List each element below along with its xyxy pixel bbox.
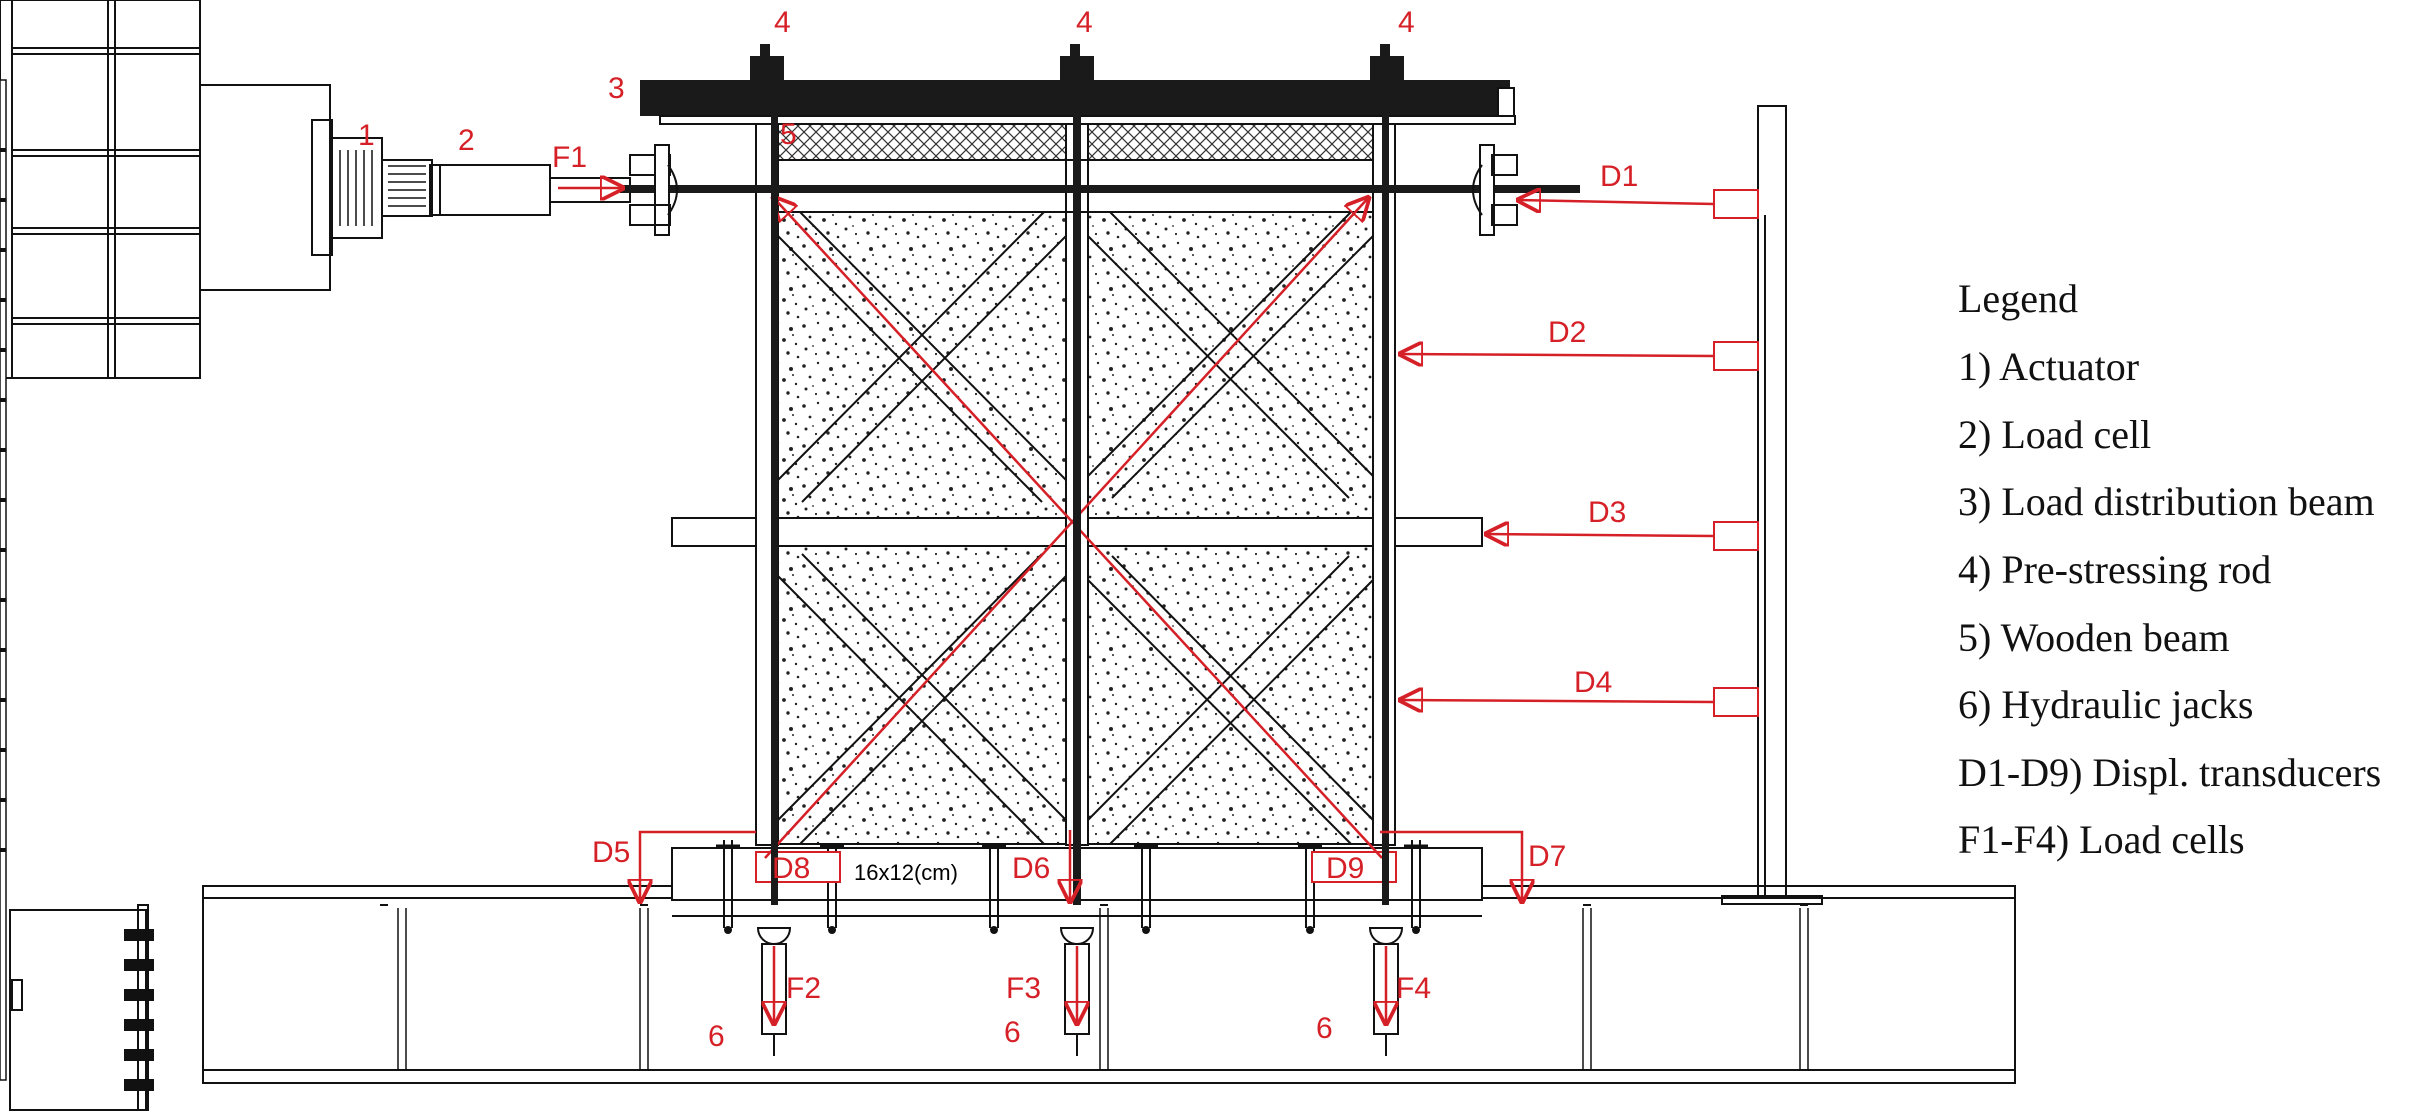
hydraulic-jacks: [756, 927, 1404, 1056]
label-d5: D5: [592, 836, 630, 869]
label-actuator: 1: [358, 119, 375, 152]
wall-specimen: [671, 109, 1483, 846]
label-d2: D2: [1548, 316, 1586, 349]
legend-title: Legend: [1958, 276, 2078, 321]
vertical-transducers: [640, 830, 1522, 904]
label-rod-3: 4: [1398, 6, 1415, 39]
timber-braces: [777, 211, 1374, 845]
legend: Legend 1) Actuator 2) Load cell 3) Load …: [1958, 276, 2381, 862]
label-jack-3: 6: [1316, 1012, 1333, 1045]
label-jack-1: 6: [708, 1020, 725, 1053]
transducer-frame: [1398, 105, 1823, 905]
jack-middle: [1059, 927, 1095, 1056]
anchor-bolts: [716, 840, 1428, 934]
actuator-assembly: [199, 84, 631, 291]
legend-item: 6) Hydraulic jacks: [1958, 682, 2253, 727]
prestressing-rods: [750, 44, 1404, 905]
label-f4: F4: [1396, 972, 1431, 1005]
legend-item: 1) Actuator: [1958, 344, 2139, 389]
label-distribution-beam: 3: [608, 72, 625, 105]
legend-item: 4) Pre-stressing rod: [1958, 547, 2271, 592]
label-load-cell: 2: [458, 124, 475, 157]
label-d1: D1: [1600, 160, 1638, 193]
label-dimension: 16x12(cm): [854, 860, 958, 885]
legend-item: 5) Wooden beam: [1958, 615, 2230, 660]
label-d8: D8: [772, 852, 810, 885]
label-d3: D3: [1588, 496, 1626, 529]
legend-item: 2) Load cell: [1958, 412, 2151, 457]
label-f2: F2: [786, 972, 821, 1005]
label-d9: D9: [1326, 852, 1364, 885]
label-rod-1: 4: [774, 6, 791, 39]
label-d7: D7: [1528, 840, 1566, 873]
loading-rod: [558, 144, 1580, 236]
label-wooden-beam: 5: [780, 118, 797, 151]
component-labels: 1 2 3 4 4 4 5 6 6 6 F1 F2 F3 F4 D1 D2 D3…: [358, 6, 1638, 1053]
reaction-wall: [0, 0, 201, 1081]
label-f1: F1: [552, 141, 587, 174]
legend-item: D1-D9) Displ. transducers: [1958, 750, 2381, 795]
label-rod-2: 4: [1076, 6, 1093, 39]
legend-item: 3) Load distribution beam: [1958, 479, 2375, 524]
label-f3: F3: [1006, 972, 1041, 1005]
legend-item: F1-F4) Load cells: [1958, 817, 2245, 862]
label-jack-2: 6: [1004, 1016, 1021, 1049]
jack-left: [756, 927, 792, 1056]
label-d6: D6: [1012, 852, 1050, 885]
jack-right: [1368, 927, 1404, 1056]
lower-reaction-block: [9, 904, 154, 1111]
label-d4: D4: [1574, 666, 1612, 699]
